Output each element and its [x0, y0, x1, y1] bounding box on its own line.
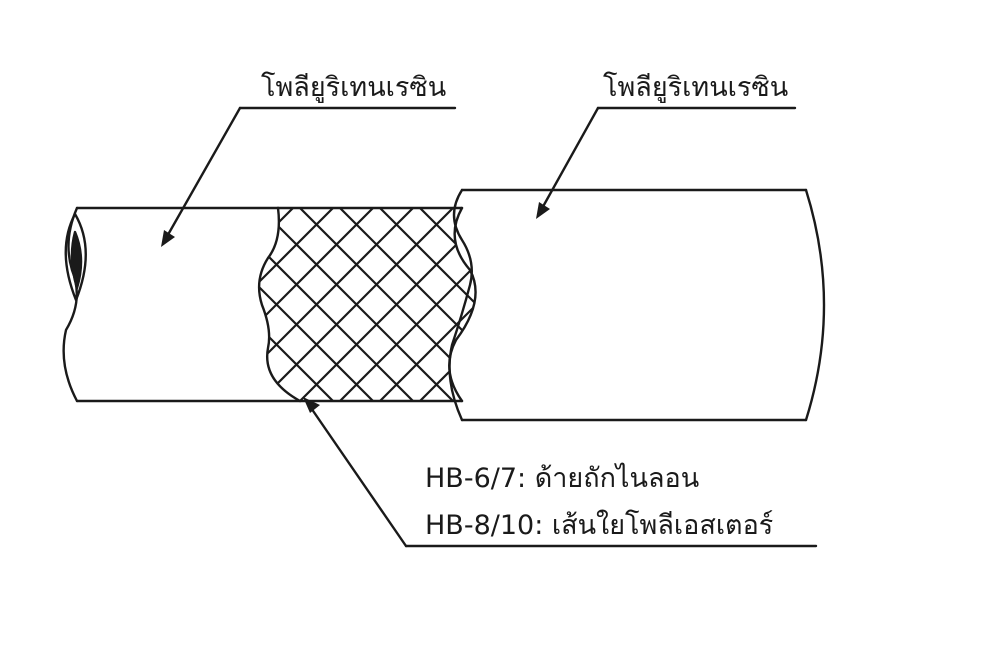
arrow-outer-cover-icon — [536, 202, 550, 219]
inner-tube-label: โพลียูริเทนเรซิน — [261, 72, 447, 103]
braid-mesh — [259, 208, 476, 401]
leader-lines — [163, 106, 818, 548]
reinforcement-material: เส้นใยโพลีเอสเตอร์ — [551, 510, 774, 541]
inner-bore-outline — [64, 212, 87, 302]
reinforcement-label-hb-8-10: HB-8/10: เส้นใยโพลีเอสเตอร์ — [425, 512, 773, 539]
outer-cover-label: โพลียูริเทนเรซิน — [603, 72, 789, 103]
arrow-reinforcement-icon — [303, 397, 320, 413]
reinforcement-material: ด้ายถักไนลอน — [534, 463, 700, 494]
inner-tube — [62, 206, 302, 403]
reinforcement-model: HB-8/10: — [425, 510, 544, 541]
reinforcement-model: HB-6/7: — [425, 463, 527, 494]
arrow-inner-tube-icon — [161, 230, 175, 247]
inner-bore-shade — [70, 230, 83, 290]
outer-cover — [448, 188, 826, 422]
reinforcement-label-hb-6-7: HB-6/7: ด้ายถักไนลอน — [425, 465, 699, 492]
reinforcement-braid — [257, 206, 477, 403]
